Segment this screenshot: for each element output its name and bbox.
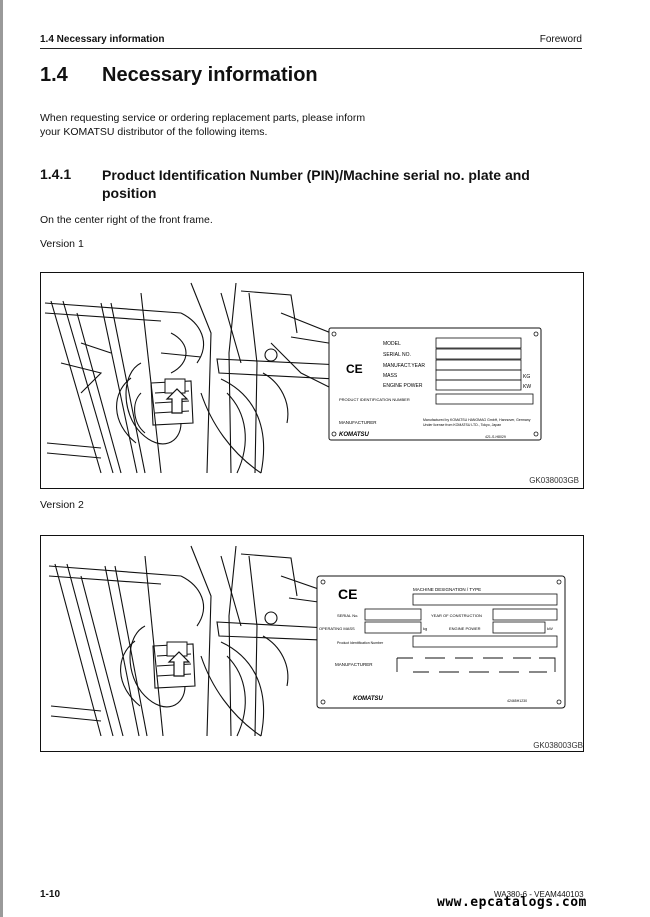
page-edge — [0, 0, 3, 917]
plate-manufacturer-label: MANUFACTURER — [335, 662, 373, 667]
subsection-number: 1.4.1 — [40, 166, 72, 182]
plate-power-unit: kW — [547, 626, 553, 631]
plate-part-number: 42465H1230 — [507, 699, 527, 703]
plate-field-serial: SERIAL NO. — [383, 352, 411, 358]
up-arrow-icon — [167, 651, 191, 677]
watermark: www.epcatalogs.com — [437, 895, 587, 910]
plate-year-label: YEAR OF CONSTRUCTION — [431, 613, 482, 618]
plate-power-label: ENGINE POWER — [449, 626, 481, 631]
figure-version1: CE MODEL SERIAL NO. MANUFACT.YEAR MASS E… — [40, 272, 584, 489]
figure-version2-drawing: CE MACHINE DESIGNATION / TYPE SERIAL No.… — [48, 545, 566, 737]
ce-mark: CE — [338, 586, 357, 602]
plate-unit-kg: KG — [523, 374, 530, 380]
version1-label: Version 1 — [40, 238, 84, 250]
figure-version1-drawing: CE MODEL SERIAL NO. MANUFACT.YEAR MASS E… — [44, 282, 542, 474]
subsection-title: Product Identification Number (PIN)/Mach… — [102, 167, 530, 201]
section-number: 1.4 — [40, 64, 68, 86]
manufacturer-dashed-box — [396, 657, 556, 673]
plate-unit-kw: KW — [523, 384, 531, 390]
plate-serial-label: SERIAL No. — [337, 613, 358, 618]
figure-code-v2: GK038003GB — [533, 741, 583, 750]
plate-designation-label: MACHINE DESIGNATION / TYPE — [413, 587, 481, 592]
plate-part-number: 421-S-H8029 — [485, 435, 506, 439]
running-header-section: 1.4 Necessary information — [40, 34, 165, 45]
plate-field-year: MANUFACT.YEAR — [383, 363, 425, 369]
plate-pin-label: PRODUCT IDENTIFICATION NUMBER — [339, 397, 410, 402]
plate-manufacturer-label: MANUFACTURER — [339, 420, 377, 425]
komatsu-logo: KOMATSU — [339, 432, 370, 438]
figure-code-v1: GK038003GB — [529, 476, 579, 485]
plate-manufacturer-text-2: Under license from KOMATSU LTD., Tokyo, … — [423, 423, 501, 427]
komatsu-logo: KOMATSU — [353, 696, 384, 702]
header-rule — [40, 48, 582, 49]
serial-plate-v1: CE MODEL SERIAL NO. MANUFACT.YEAR MASS E… — [328, 327, 542, 441]
location-text: On the center right of the front frame. — [40, 214, 213, 226]
plate-field-power: ENGINE POWER — [383, 383, 423, 389]
figure-version2: CE MACHINE DESIGNATION / TYPE SERIAL No.… — [40, 535, 584, 752]
intro-paragraph: When requesting service or ordering repl… — [40, 112, 366, 138]
plate-mass-label: OPERATING MASS — [319, 626, 355, 631]
plate-field-mass: MASS — [383, 373, 398, 379]
machine-frame-drawing — [44, 282, 343, 474]
page-number: 1-10 — [40, 889, 61, 900]
plate-manufacturer-text-1: Manufactured by KOMATSU HANOMAG GmbH, Ha… — [423, 418, 531, 422]
up-arrow-icon — [165, 388, 189, 414]
plate-field-model: MODEL — [383, 341, 401, 347]
running-header-chapter: Foreword — [539, 34, 582, 45]
document-code: WA380-6 - VEAM440103 — [494, 890, 584, 899]
version2-label: Version 2 — [40, 499, 84, 511]
ce-mark: CE — [346, 362, 363, 376]
plate-pin-label: Product Identification Number — [337, 641, 384, 645]
serial-plate-v2: CE MACHINE DESIGNATION / TYPE SERIAL No.… — [316, 575, 566, 709]
section-title: Necessary information — [102, 64, 318, 86]
machine-frame-drawing — [48, 545, 334, 737]
plate-mass-unit: kg — [423, 626, 427, 631]
